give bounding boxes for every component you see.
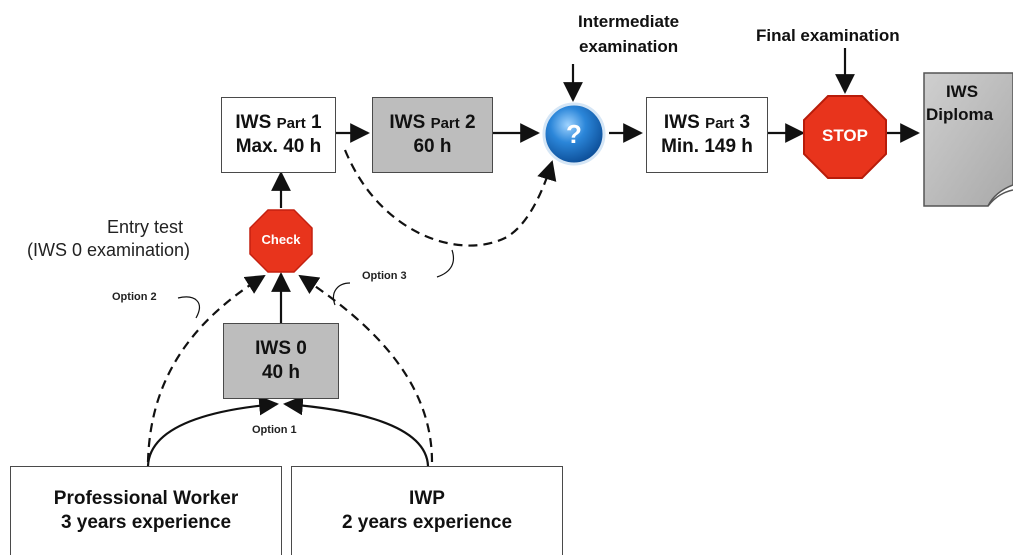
iws0-hours: 40 h [261,362,301,383]
iws-part1-prefix: IWS [235,112,272,134]
arrow-professional-to-iws0 [146,395,279,467]
stop-label: STOP [822,126,868,145]
option1-label: Option 1 [252,424,297,436]
dashed-part1-to-question [343,149,557,247]
node-iws-part2: IWS Part 2 60 h [372,97,493,173]
iws-part2-number: 2 [465,112,476,134]
iws0-title: IWS 0 [255,338,307,360]
check-label: Check [261,232,301,247]
professional-line2: 3 years experience [60,512,232,533]
question-circle-icon [542,102,606,166]
node-iwp: IWP 2 years experience [291,466,563,555]
diploma-line1: IWS [945,82,979,101]
node-iws-part3: IWS Part 3 Min. 149 h [646,97,768,173]
iwp-line1: IWP [409,488,445,510]
check-octagon-icon [249,209,313,273]
iws-part2-part-word: Part [430,115,460,133]
iws-part1-hours: Max. 40 h [235,136,322,157]
intermediate-line1: Intermediate [578,12,680,31]
entry-line1: Entry test [107,217,184,237]
iws-part3-number: 3 [739,112,751,134]
diploma-text: IWS Diploma [926,81,1013,127]
option2-leader [177,296,200,319]
node-professional-worker: Professional Worker 3 years experience [10,466,282,555]
diploma-line2: Diploma [926,104,994,124]
professional-line1: Professional Worker [53,488,239,510]
dashed-professional-to-check [146,274,266,463]
entry-line2: (IWS 0 examination) [27,240,191,261]
option2-label: Option 2 [112,291,157,303]
entry-test-label: Entry test (IWS 0 examination) [27,216,190,263]
final-examination-label: Final examination [756,26,900,45]
node-iws-part1: IWS Part 1 Max. 40 h [221,97,336,173]
iws-part2-hours: 60 h [413,136,452,157]
option3-leader [332,282,351,306]
iws-part1-part-word: Part [276,115,306,133]
iws-part3-prefix: IWS [663,112,700,134]
node-iws0: IWS 0 40 h [223,323,339,399]
option3-label: Option 3 [362,270,407,282]
iwp-line2: 2 years experience [341,512,513,533]
stop-octagon-icon [803,95,887,179]
question-mark-symbol: ? [566,119,582,149]
intermediate-examination-label: Intermediate examination [578,10,679,59]
diploma-page-curl [987,189,1013,207]
intermediate-line2: examination [578,36,679,56]
iws-part1-number: 1 [311,112,322,134]
arrow-iwp-to-iws0 [283,395,430,467]
iws-part3-hours: Min. 149 h [661,136,753,157]
option3-leader-right [436,249,455,278]
iws-part3-part-word: Part [705,115,735,133]
iws-part2-prefix: IWS [389,112,426,134]
